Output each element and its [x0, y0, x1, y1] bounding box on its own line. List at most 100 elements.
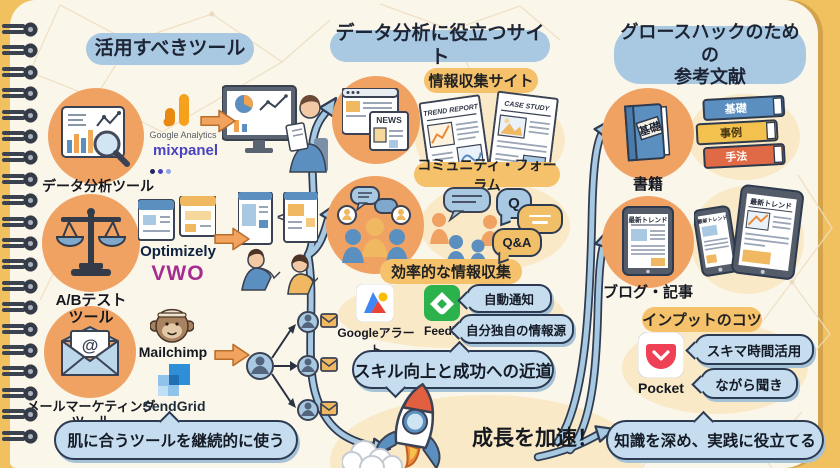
- blog-label: ブログ・記事: [594, 284, 702, 301]
- qa-bubble: Q&A: [492, 228, 542, 265]
- google-analytics-label: Google Analytics: [128, 130, 238, 140]
- listen-while-text: ながら聞き: [715, 377, 783, 393]
- middle-column-title: データ分析に役立つサイト: [330, 23, 550, 68]
- reply-line: [532, 221, 548, 224]
- forum-chat-illustration: [430, 187, 500, 266]
- google-alerts-icon: [356, 284, 394, 322]
- mailchimp-icon: [150, 308, 194, 343]
- spiral-ring: [2, 22, 42, 37]
- blog-label-text: ブログ・記事: [602, 284, 693, 301]
- ab-browser-pair: [138, 196, 216, 241]
- mixpanel-dots: [150, 161, 174, 179]
- spare-time-bubble: スキマ時間活用: [685, 334, 814, 365]
- left-conclusion-bubble: 肌に合うツールを継続的に使う: [54, 410, 298, 460]
- spiral-ring: [2, 107, 42, 123]
- spiral-ring: [2, 364, 42, 380]
- spiral-ring: [2, 236, 42, 251]
- balance-scale-icon: [55, 208, 127, 276]
- spiral-ring: [2, 407, 42, 423]
- right-bubble-text: 知識を深め、実践に役立てる: [614, 433, 816, 450]
- data-analysis-circle: [48, 88, 144, 184]
- books-label-text: 書籍: [632, 176, 663, 193]
- monitor-person-illustration: [222, 85, 328, 173]
- spiral-ring: [2, 385, 42, 401]
- blog-screen-text: 最新トレンド: [629, 215, 668, 224]
- right-conclusion-bubble: 知識を深め、実践に役立てる: [606, 410, 824, 460]
- spiral-ring: [2, 321, 42, 337]
- left-column-title: 活用すべきツール: [86, 33, 254, 65]
- feedly-icon: [424, 285, 460, 321]
- mailchimp-text: Mailchimp: [138, 344, 208, 360]
- middle-title-text: データ分析に役立つサイト: [335, 23, 545, 68]
- google-analytics-icon: [163, 94, 189, 127]
- reply-line: [529, 214, 551, 217]
- input-tips-text: インプットのコツ: [642, 312, 762, 329]
- pocket-text: Pocket: [638, 380, 684, 396]
- spiral-ring: [2, 193, 42, 209]
- svg-text:@: @: [82, 336, 99, 355]
- spiral-ring: [2, 278, 42, 294]
- blog-tablet-icon: 最新トレンド: [622, 206, 674, 276]
- info-sites-text: 情報収集サイト: [428, 73, 534, 90]
- analytics-chart-icon: [61, 106, 130, 167]
- community-circle: [326, 176, 424, 274]
- spiral-ring: [2, 150, 42, 166]
- book-stack-label-3: 手法: [725, 149, 748, 164]
- blog-circle: 最新トレンド: [602, 196, 694, 288]
- book-icon: 基礎: [623, 103, 671, 162]
- spiral-ring: [2, 428, 42, 444]
- right-title-line1: グロースハックのための: [620, 22, 800, 65]
- email-marketing-circle: @: [44, 306, 136, 398]
- spiral-ring: [2, 214, 42, 230]
- left-title-text: 活用すべきツール: [94, 38, 246, 60]
- books-circle: 基礎: [602, 88, 694, 180]
- data-analysis-label-text: データ分析ツール: [42, 178, 154, 194]
- ab-test-label-line1: A/Bテスト: [55, 292, 127, 309]
- left-bubble-text: 肌に合うツールを継続的に使う: [67, 433, 285, 450]
- book-stack-label-1: 基礎: [723, 101, 748, 116]
- right-column-title: グロースハックのための 参考文献: [614, 22, 806, 87]
- news-browser-icon: NEWS: [342, 88, 409, 151]
- phone-screen-text: 最新トレンド: [697, 214, 728, 226]
- spiral-ring: [2, 129, 42, 144]
- arrow-abtest: [214, 227, 250, 251]
- input-tips-pill: インプットのコツ: [642, 307, 762, 332]
- growth-accelerate-label: 成長を加速！: [455, 427, 615, 451]
- sendgrid-text: SendGrid: [142, 398, 206, 414]
- auto-notify-text: 自動通知: [483, 293, 534, 307]
- qa-text: Q&A: [502, 235, 532, 250]
- email-at-icon: @: [61, 326, 119, 376]
- spare-time-text: スキマ時間活用: [706, 343, 802, 359]
- pocket-label: Pocket: [632, 380, 690, 396]
- data-analysis-label: データ分析ツール: [28, 178, 168, 194]
- case-study-doc: CASE STUDY: [487, 90, 559, 182]
- news-text: NEWS: [376, 115, 402, 125]
- google-analytics-text: Google Analytics: [149, 130, 217, 140]
- right-title-line2: 参考文献: [674, 67, 746, 88]
- auto-notify-bubble: 自動通知: [457, 284, 552, 313]
- pocket-icon: [638, 332, 684, 378]
- books-label: 書籍: [610, 176, 686, 193]
- optimizely-label: Optimizely: [132, 243, 224, 260]
- optimizely-text: Optimizely: [140, 243, 216, 260]
- ab-compare-illustration: <: [238, 192, 318, 295]
- book-stack-illustration: 手法 事例 基礎: [695, 95, 786, 169]
- ab-test-circle: [42, 194, 140, 292]
- sendgrid-label: SendGrid: [132, 398, 216, 414]
- q-text: Q: [508, 195, 520, 212]
- rocket-illustration: [342, 382, 441, 468]
- book-stack-label-2: 事例: [720, 125, 743, 140]
- arrow-email: [214, 343, 250, 367]
- mailchimp-label: Mailchimp: [130, 344, 216, 360]
- svg-text:<: <: [277, 209, 286, 226]
- listen-while-bubble: ながら聞き: [691, 368, 798, 399]
- arrow-analytics: [200, 109, 236, 133]
- community-pill: コミュニティ・フォーラム: [414, 157, 560, 193]
- vwo-text: VWO: [151, 262, 205, 285]
- spiral-ring: [2, 43, 42, 59]
- devices-illustration: 最新トレンド 最新トレンド: [694, 184, 804, 280]
- email-audience-diagram: [246, 311, 338, 421]
- ab-test-label-line2: ツール: [68, 309, 114, 327]
- spiral-ring: [2, 300, 42, 316]
